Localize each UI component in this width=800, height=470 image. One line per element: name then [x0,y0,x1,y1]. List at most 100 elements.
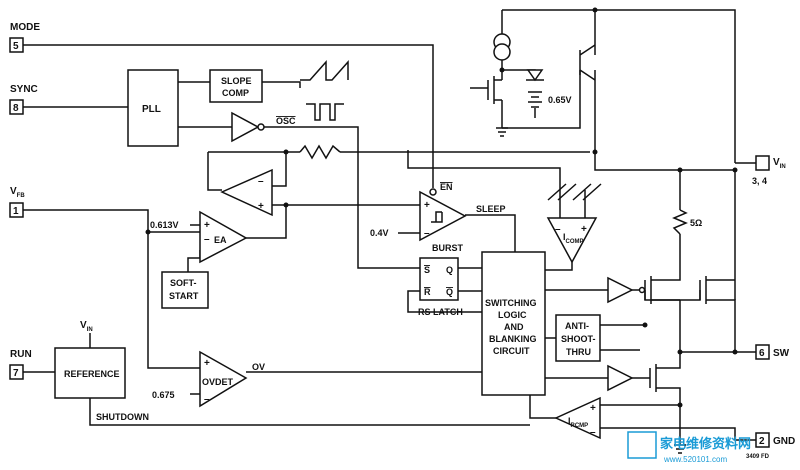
burst-comparator: + – EN BURST SLEEP 0.4V [370,182,506,253]
svg-text:7: 7 [13,368,19,379]
svg-text:1: 1 [13,206,19,217]
icomp-amp: – + ICOMP [546,183,602,264]
sawtooth-waveform [300,60,349,81]
slope-comp-block: SLOPE COMP [209,69,263,103]
error-amp: + – EA 0.613V [150,210,248,264]
svg-text:THRU: THRU [566,347,591,357]
pin-run: RUN 7 [9,349,32,380]
svg-text:SHOOT-: SHOOT- [561,334,596,344]
top-pmos [487,76,502,104]
switching-logic-block: SWITCHING LOGIC AND BLANKING CIRCUIT [481,251,546,396]
npn-transistor [579,44,596,81]
svg-text:BLANKING: BLANKING [489,334,537,344]
svg-text:RUN: RUN [10,349,32,360]
ground-symbols [496,127,686,454]
rs-latch: S Q R Q RS LATCH [418,257,463,317]
ovdet-comparator: + – OVDET OV 0.675 [152,350,265,408]
osc-inverter: OSC [231,111,296,143]
pin-vin: VIN 3, 4 [752,155,786,186]
pulse-waveform [306,103,344,121]
pin-sw: 6 SW [755,344,790,360]
svg-text:EN: EN [440,182,453,192]
svg-text:START: START [169,291,199,301]
svg-text:R: R [424,287,431,297]
svg-text:0.613V: 0.613V [150,220,179,230]
svg-text:+: + [424,200,430,211]
svg-text:6: 6 [759,348,765,359]
svg-text:8: 8 [13,103,19,114]
pll-block: PLL [127,69,179,147]
svg-text:5Ω: 5Ω [690,218,702,228]
svg-text:+: + [204,358,210,369]
svg-text:+: + [590,403,596,414]
feedback-resistor [299,144,341,160]
svg-text:OSC: OSC [276,116,296,126]
pin-vfb: VFB 1 [9,186,25,218]
svg-text:REFERENCE: REFERENCE [64,369,120,379]
watermark: 家电维修资料网 www.520101.com [627,431,751,464]
comp-amp: – + [220,168,273,217]
main-pmos [644,276,736,310]
sense-resistor: 5Ω [672,209,702,235]
soft-start-block: SOFT- START [161,271,209,309]
svg-text:+: + [581,224,587,235]
svg-text:SYNC: SYNC [10,84,38,95]
svg-text:0.675: 0.675 [152,390,175,400]
svg-text:2: 2 [759,436,765,447]
svg-text:5: 5 [13,41,19,52]
pin-sync: SYNC 8 [9,84,38,115]
nmos-gate-buffer [607,364,634,392]
svg-text:VIN: VIN [773,157,786,170]
svg-text:VIN: VIN [80,320,93,333]
figure-code: 3409 FD [746,454,770,460]
svg-text:LOGIC: LOGIC [498,310,527,320]
ircmp-amp: + – IRCMP [554,396,601,440]
diode [526,69,544,82]
svg-text:MODE: MODE [10,22,40,33]
svg-text:RS LATCH: RS LATCH [418,307,463,317]
svg-text:SLEEP: SLEEP [476,204,506,214]
svg-text:–: – [204,234,210,245]
svg-text:CIRCUIT: CIRCUIT [493,346,530,356]
svg-text:S: S [424,265,430,275]
svg-text:IRCMP: IRCMP [568,416,588,429]
svg-text:–: – [204,394,210,405]
svg-text:0.4V: 0.4V [370,228,389,238]
svg-text:PLL: PLL [142,104,161,115]
svg-text:OVDET: OVDET [202,377,234,387]
svg-text:3, 4: 3, 4 [752,176,767,186]
svg-text:www.520101.com: www.520101.com [663,455,727,464]
svg-text:SW: SW [773,348,790,359]
svg-text:Q: Q [446,265,453,275]
svg-text:家电维修资料网: 家电维修资料网 [660,436,751,451]
svg-text:AND: AND [504,322,524,332]
anti-shoot-thru-block: ANTI- SHOOT- THRU [555,314,601,362]
battery: 0.65V [528,91,572,108]
sync-nmos [649,364,681,392]
svg-text:OV: OV [252,362,265,372]
svg-text:+: + [258,201,264,212]
svg-text:SHUTDOWN: SHUTDOWN [96,412,149,422]
svg-text:–: – [424,228,430,239]
svg-text:ANTI-: ANTI- [565,321,589,331]
svg-text:SOFT-: SOFT- [170,278,197,288]
svg-text:EA: EA [214,235,227,245]
wires [22,9,756,445]
svg-text:ICOMP: ICOMP [563,232,584,245]
svg-text:SWITCHING: SWITCHING [485,298,537,308]
svg-text:VFB: VFB [10,186,25,199]
svg-text:0.65V: 0.65V [548,95,572,105]
svg-text:SLOPE: SLOPE [221,76,252,86]
svg-text:COMP: COMP [222,88,249,98]
reference-block: REFERENCE VIN SHUTDOWN [54,320,149,422]
pin-gnd: 2 GND [755,432,795,448]
current-source [493,33,511,61]
svg-text:BURST: BURST [432,243,464,253]
svg-text:+: + [204,220,210,231]
svg-text:–: – [555,224,561,235]
svg-text:GND: GND [773,436,795,447]
svg-text:Q: Q [446,287,453,297]
svg-text:–: – [258,176,264,187]
pmos-gate-buffer [607,276,634,304]
